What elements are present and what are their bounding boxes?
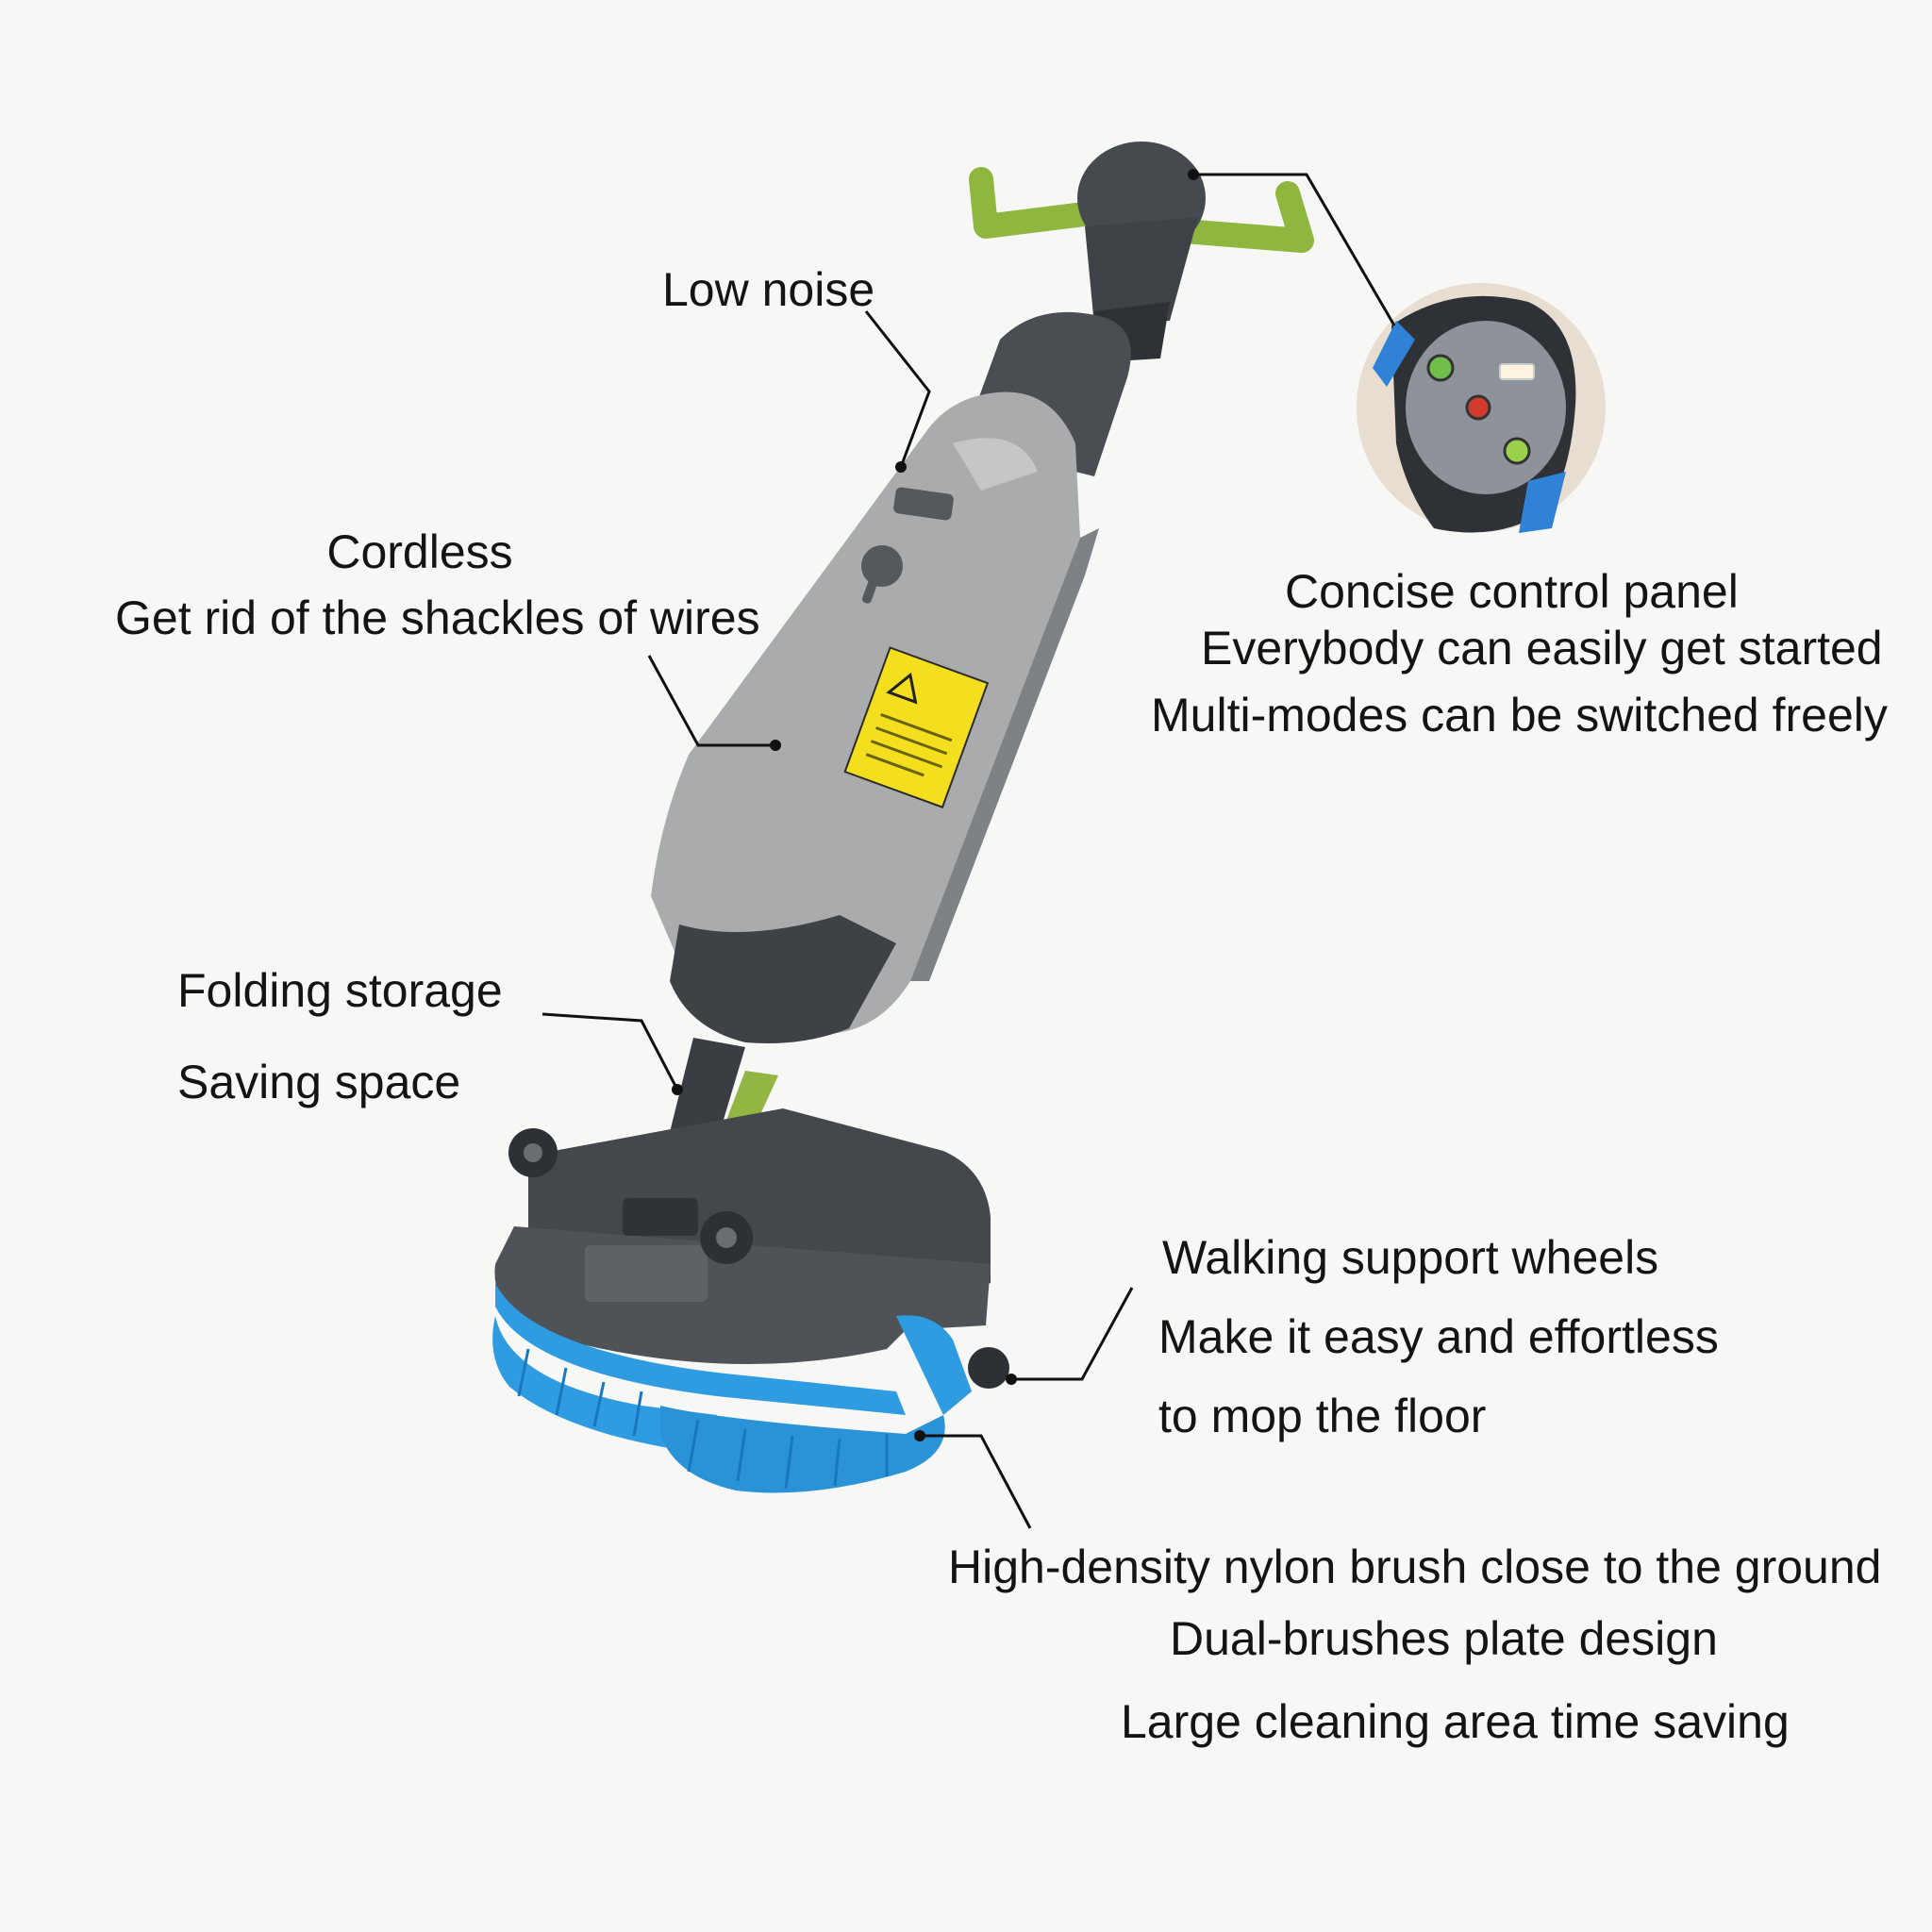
panel-red-button	[1465, 394, 1491, 421]
handle-grips	[969, 167, 1314, 253]
saving-space-label: Saving space	[177, 1056, 461, 1108]
leader-lines	[541, 173, 1396, 1529]
panel-green-button-right	[1503, 437, 1531, 465]
brush-sublabel-1: Dual-brushes plate design	[1170, 1612, 1718, 1665]
warning-sticker	[843, 646, 990, 808]
wheels-sublabel-2: to mop the floor	[1158, 1390, 1487, 1442]
side-bracket	[896, 1315, 972, 1415]
panel-green-button-left	[1426, 354, 1455, 382]
handle-head	[1077, 142, 1206, 363]
wheels-sublabel-1: Make it easy and effortless	[1158, 1310, 1719, 1363]
leader-control-panel	[1193, 173, 1396, 326]
lower-cap	[670, 915, 896, 1043]
support-wheels	[508, 1128, 1009, 1389]
base-housing	[494, 1108, 991, 1364]
brush-sublabel-2: Large cleaning area time saving	[1121, 1695, 1790, 1748]
control-panel-label: Concise control panel	[1285, 565, 1739, 618]
wheels-label: Walking support wheels	[1162, 1231, 1659, 1284]
control-panel-sublabel-1: Everybody can easily get started	[1201, 622, 1883, 675]
control-panel-inset	[1357, 283, 1606, 533]
leader-folding	[541, 1012, 679, 1091]
cordless-sublabel: Get rid of the shackles of wires	[115, 591, 760, 644]
nylon-brushes	[492, 1316, 945, 1493]
panel-indicator	[1499, 363, 1535, 380]
control-panel-sublabel-2: Multi-modes can be switched freely	[1151, 689, 1888, 741]
cordless-label: Cordless	[326, 525, 513, 578]
leader-low-noise	[864, 310, 931, 468]
folding-storage-label: Folding storage	[177, 964, 503, 1017]
low-noise-label: Low noise	[662, 263, 875, 316]
leader-brush	[920, 1434, 1032, 1529]
leader-wheels	[1011, 1287, 1134, 1381]
leader-dots	[672, 169, 1199, 1441]
blue-trim	[495, 1283, 906, 1415]
brush-label: High-density nylon brush close to the gr…	[948, 1541, 1882, 1593]
leader-cordless	[647, 655, 775, 747]
